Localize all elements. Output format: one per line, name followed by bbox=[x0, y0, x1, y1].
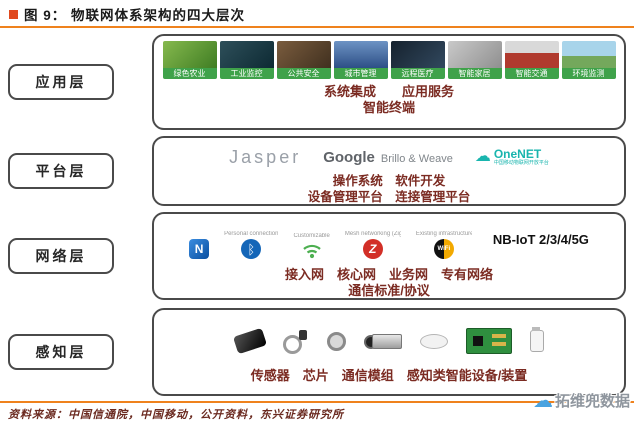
platform-line-2: 设备管理平台 连接管理平台 bbox=[307, 190, 471, 204]
layer-label-perception: 感知层 bbox=[8, 334, 114, 370]
app-tile-label: 智能交通 bbox=[504, 68, 559, 79]
onenet-subtitle: 中国移动物联网开放平台 bbox=[493, 160, 549, 166]
probe-cap bbox=[531, 327, 540, 331]
network-layer-box: N Personal connection ᛒ Customizable Mes… bbox=[152, 212, 626, 300]
perception-device-row bbox=[154, 310, 624, 360]
network-tech-bluetooth: Personal connection ᛒ bbox=[224, 231, 278, 259]
app-tile-label: 工业监控 bbox=[219, 68, 274, 79]
perception-line-1: 传感器 芯片 通信模组 感知类智能设备/装置 bbox=[250, 368, 528, 383]
layer-label-network: 网络层 bbox=[8, 238, 114, 274]
perception-layer-box: 传感器 芯片 通信模组 感知类智能设备/装置 bbox=[152, 308, 626, 396]
nbiot-5g-label: NB-IoT 2/3/4/5G bbox=[492, 231, 589, 247]
telemedicine-image bbox=[390, 41, 445, 68]
figure-title-text: 物联网体系架构的四大层次 bbox=[71, 8, 246, 23]
cable-plug bbox=[298, 330, 307, 340]
layer-label-application: 应用层 bbox=[8, 64, 114, 100]
google-wordmark: Google bbox=[323, 148, 375, 166]
onenet-text-block: OneNET 中国移动物联网开放平台 bbox=[494, 148, 549, 166]
smart-transport-image bbox=[504, 41, 559, 68]
customizable-caption: Customizable bbox=[293, 233, 330, 239]
probe-sensor-image bbox=[529, 327, 544, 352]
app-tile: 智能家居 bbox=[447, 41, 502, 79]
app-tile: 远程医疗 bbox=[390, 41, 445, 79]
app-tile: 绿色农业 bbox=[162, 41, 217, 79]
application-image-strip: 绿色农业 工业监控 公共安全 城市管理 远程医疗 智能家居 bbox=[154, 36, 624, 79]
title-underline bbox=[0, 26, 634, 28]
pcb-chip bbox=[472, 336, 483, 346]
app-tile: 智能交通 bbox=[504, 41, 559, 79]
perception-text: 传感器 芯片 通信模组 感知类智能设备/装置 bbox=[154, 368, 624, 384]
footer-rule bbox=[0, 401, 634, 403]
jasper-logo: Jasper bbox=[229, 146, 302, 167]
application-text: 系统集成 应用服务 智能终端 bbox=[154, 84, 624, 116]
layer-label-platform: 平台层 bbox=[8, 153, 114, 189]
smart-device-image bbox=[419, 333, 448, 349]
zigbee-icon: Z bbox=[362, 239, 383, 259]
camera-body bbox=[371, 334, 402, 349]
app-line-1: 系统集成 应用服务 bbox=[323, 84, 454, 99]
watermark-cloud-icon: ☁ bbox=[532, 389, 553, 412]
title-bullet-icon bbox=[9, 10, 18, 19]
camera-image bbox=[363, 331, 402, 351]
platform-layer-box: Jasper Google Brillo & Weave ☁ OneNET 中国… bbox=[152, 136, 626, 206]
pcb-pad bbox=[491, 342, 506, 346]
nfc-icon: N bbox=[189, 239, 210, 259]
network-tech-wifi: Existing infrastructure WiFi bbox=[416, 231, 472, 259]
platform-logo-row: Jasper Google Brillo & Weave ☁ OneNET 中国… bbox=[154, 138, 624, 169]
smart-home-image bbox=[447, 41, 502, 68]
cloud-icon: ☁ bbox=[474, 148, 491, 165]
agriculture-image bbox=[162, 41, 217, 68]
wifi-caption: Existing infrastructure bbox=[415, 231, 472, 237]
bluetooth-icon: ᛒ bbox=[241, 239, 262, 259]
google-brillo-logo: Google Brillo & Weave bbox=[323, 149, 453, 166]
public-safety-image bbox=[276, 41, 331, 68]
app-tile-label: 绿色农业 bbox=[162, 68, 217, 79]
app-tile-label: 远程医疗 bbox=[390, 68, 445, 79]
source-attribution: 资料来源：中国信通院，中国移动，公开资料，东兴证券研究所 bbox=[8, 409, 344, 421]
app-tile: 工业监控 bbox=[219, 41, 274, 79]
onenet-logo: ☁ OneNET 中国移动物联网开放平台 bbox=[475, 148, 549, 166]
environment-monitor-image bbox=[561, 41, 616, 68]
watermark-text: 拓维兜数据 bbox=[554, 393, 630, 410]
sensor-device-image bbox=[232, 327, 267, 355]
app-tile-label: 环境监测 bbox=[561, 68, 616, 79]
zigbee-caption: Mesh networking (ZigBee) bbox=[344, 231, 401, 237]
onenet-wordmark: OneNET bbox=[493, 147, 542, 161]
app-tile-label: 智能家居 bbox=[447, 68, 502, 79]
figure-number-label: 图 9： bbox=[24, 8, 67, 23]
app-tile-label: 城市管理 bbox=[333, 68, 388, 79]
cable-ring bbox=[282, 335, 302, 354]
city-management-image bbox=[333, 41, 388, 68]
network-line-2: 通信标准/协议 bbox=[348, 283, 430, 298]
app-tile: 公共安全 bbox=[276, 41, 331, 79]
network-tech-customizable: Customizable bbox=[293, 233, 330, 259]
pcb-module-image bbox=[465, 328, 512, 354]
app-tile: 城市管理 bbox=[333, 41, 388, 79]
application-layer-box: 绿色农业 工业监控 公共安全 城市管理 远程医疗 智能家居 bbox=[152, 34, 626, 130]
app-line-2: 智能终端 bbox=[362, 100, 415, 115]
watermark: ☁ 拓维兜数据 bbox=[533, 390, 630, 411]
cable-image bbox=[282, 330, 309, 354]
signal-icon bbox=[301, 241, 323, 259]
platform-text: 操作系统 软件开发 设备管理平台 连接管理平台 bbox=[154, 173, 624, 205]
network-icon-row: N Personal connection ᛒ Customizable Mes… bbox=[154, 214, 624, 259]
network-text: 接入网 核心网 业务网 专有网络 通信标准/协议 bbox=[154, 267, 624, 299]
industry-monitor-image bbox=[219, 41, 274, 68]
app-tile: 环境监测 bbox=[561, 41, 616, 79]
figure-title: 图 9： 物联网体系架构的四大层次 bbox=[24, 4, 245, 24]
network-tech-zigbee: Mesh networking (ZigBee) Z bbox=[345, 231, 401, 259]
pcb-pad bbox=[491, 334, 506, 338]
app-tile-label: 公共安全 bbox=[276, 68, 331, 79]
brillo-weave-label: Brillo & Weave bbox=[380, 152, 453, 165]
bluetooth-caption: Personal connection bbox=[224, 231, 279, 237]
gauge-sensor-image bbox=[326, 331, 346, 351]
platform-line-1: 操作系统 软件开发 bbox=[332, 174, 446, 188]
wifi-icon: WiFi bbox=[433, 239, 454, 259]
network-line-1: 接入网 核心网 业务网 专有网络 bbox=[284, 267, 493, 282]
network-tech-nfc: N bbox=[189, 231, 210, 259]
